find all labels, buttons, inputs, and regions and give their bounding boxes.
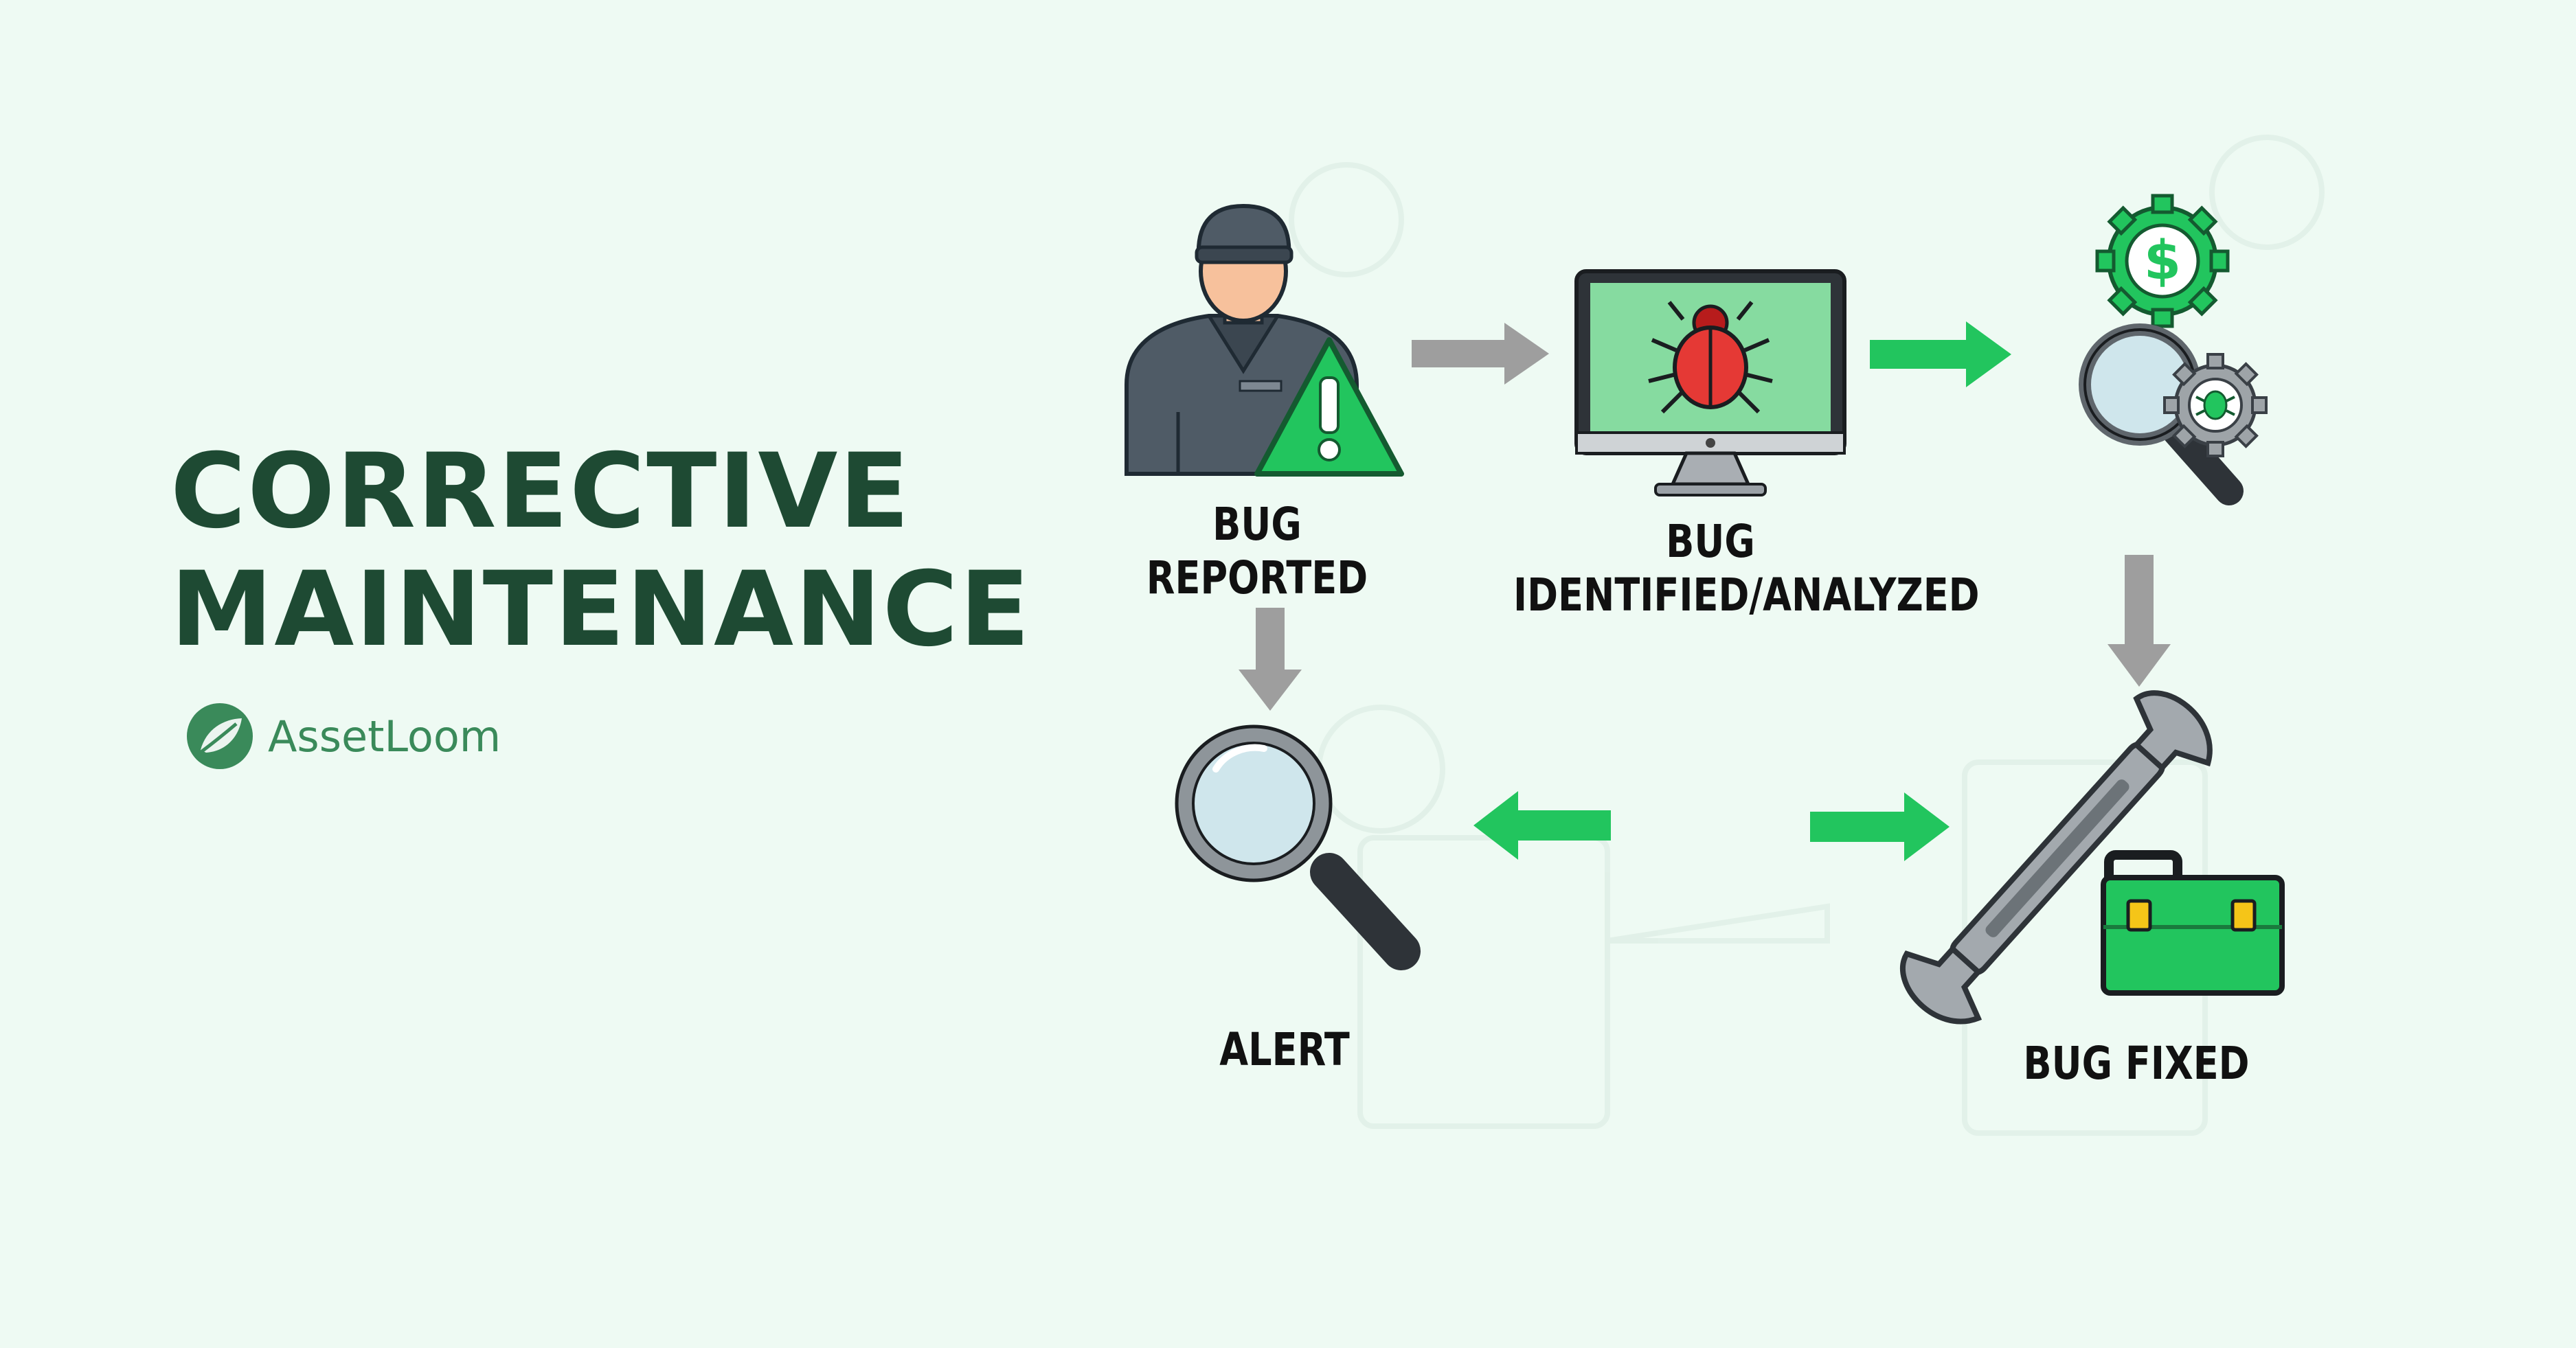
page-title: CORRECTIVE MAINTENANCE (170, 433, 1031, 669)
leaf-logo-icon (187, 703, 253, 769)
magnifier-icon (1175, 724, 1421, 970)
magnifier-gears-icon: $ (2079, 194, 2268, 505)
label-bug-reported: BUG REPORTED (1146, 498, 1368, 604)
arrow-to-alert (1473, 791, 1611, 860)
title-line-2: MAINTENANCE (170, 550, 1032, 670)
arrow-to-fixed (1810, 792, 1950, 861)
arrow-reported-to-alert (1239, 608, 1302, 711)
svg-text:$: $ (2144, 230, 2181, 292)
monitor-bug-icon (1574, 269, 1846, 496)
label-alert: ALERT (1219, 1023, 1350, 1076)
label-bug-identified: BUG IDENTIFIED/ANALYZED (1513, 515, 1980, 621)
title-line-1: CORRECTIVE (170, 432, 911, 551)
brand-name: AssetLoom (268, 711, 501, 762)
arrow-analysis-to-fixed (2108, 555, 2171, 687)
wrench-toolbox-icon (1900, 690, 2285, 1025)
arrow-reported-to-identified (1412, 323, 1549, 385)
brand-logo: AssetLoom (185, 702, 501, 770)
arrow-identified-to-analysis (1870, 321, 2011, 387)
label-bug-fixed: BUG FIXED (2023, 1037, 2250, 1090)
technician-alert-icon (1125, 203, 1404, 477)
